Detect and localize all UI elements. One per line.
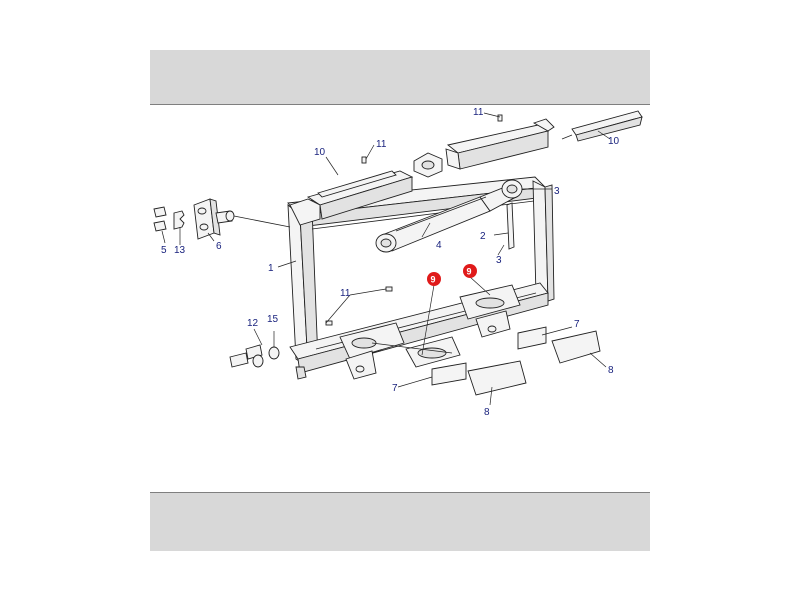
- callout-2[interactable]: 2: [480, 231, 486, 242]
- callout-15[interactable]: 15: [267, 314, 279, 325]
- top-hook-plate: [413, 152, 443, 178]
- highlight-circle-9a[interactable]: [427, 272, 441, 286]
- callout-9b[interactable]: 9: [467, 267, 472, 277]
- callout-8a[interactable]: 8: [608, 365, 614, 376]
- callout-11c[interactable]: 11: [340, 288, 351, 299]
- lower-left-mount: [339, 322, 461, 380]
- callout-6[interactable]: 6: [216, 241, 222, 252]
- bottom-toolbar-band: [150, 492, 650, 551]
- callout-7a[interactable]: 7: [574, 319, 580, 330]
- callout-13[interactable]: 13: [174, 245, 186, 256]
- callout-8b[interactable]: 8: [484, 407, 490, 418]
- lower-plates: [431, 326, 547, 386]
- callout-11a[interactable]: 11: [376, 139, 387, 150]
- callout-9a[interactable]: 9: [431, 275, 436, 285]
- exploded-parts-diagram: 1 2 3 3 4 5 6 7 7 8 8 9 9 10 10 11 11 11…: [150, 105, 650, 491]
- carriage-block-left: [289, 170, 414, 226]
- lower-blocks: [467, 330, 601, 396]
- left-pin-assembly: [153, 198, 291, 240]
- carriage-block-right: [445, 118, 555, 170]
- grease-fittings: [325, 114, 503, 326]
- hydraulic-cylinder: [375, 179, 523, 253]
- callout-7b[interactable]: 7: [392, 383, 398, 394]
- leader-lines: [161, 112, 611, 406]
- callout-11b[interactable]: 11: [473, 107, 484, 118]
- parts-drawing: 1 2 3 3 4 5 6 7 7 8 8 9 9 10 10 11 11 11…: [153, 107, 643, 418]
- callout-10a[interactable]: 10: [314, 147, 326, 158]
- bolts-washers: [229, 344, 280, 368]
- separate-bar: [561, 110, 643, 142]
- highlight-circle-9b[interactable]: [463, 264, 477, 278]
- pin-part: [506, 202, 515, 250]
- callout-5[interactable]: 5: [161, 245, 167, 256]
- lower-right-mount: [459, 284, 521, 338]
- callout-1[interactable]: 1: [268, 263, 274, 274]
- callout-3a[interactable]: 3: [554, 186, 560, 197]
- callout-4[interactable]: 4: [436, 240, 442, 251]
- top-toolbar-band: [150, 50, 650, 105]
- callout-3b[interactable]: 3: [496, 255, 502, 266]
- callout-12[interactable]: 12: [247, 318, 259, 329]
- callout-10b[interactable]: 10: [608, 136, 620, 147]
